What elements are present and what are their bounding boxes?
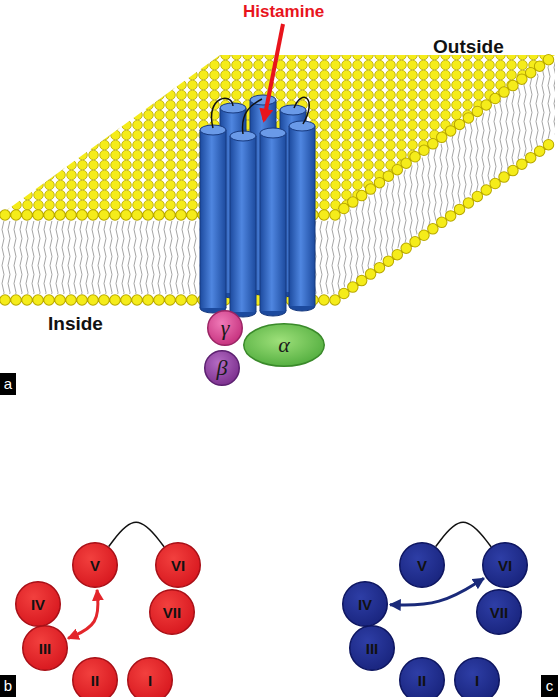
node-text-box: γ: [207, 310, 243, 346]
helix-circle: V: [399, 542, 445, 588]
panel-label: b: [0, 675, 16, 697]
lipid-heads: [335, 140, 555, 300]
node-text-box: IV: [342, 581, 388, 627]
node-fill: [400, 658, 445, 697]
node-fill: [73, 543, 118, 588]
node-text-box: II: [399, 657, 445, 697]
motion-arrow: [390, 578, 484, 605]
helix-circle: I: [127, 657, 173, 697]
helix-cylinder: [230, 131, 256, 317]
node-fill: [23, 626, 68, 671]
node-fill: [128, 658, 173, 697]
helix-number: II: [91, 673, 99, 688]
subunit-letter: α: [278, 334, 290, 356]
helix-number: II: [418, 673, 426, 688]
node-fill: [455, 658, 500, 697]
node-text-box: V: [399, 542, 445, 588]
helix-circle: VI: [482, 542, 528, 588]
helix-cylinder: [260, 128, 286, 316]
helix-circle: V: [72, 542, 118, 588]
panel-label: a: [0, 373, 16, 395]
extracellular-loops: [212, 97, 310, 134]
helix-number: IV: [358, 597, 372, 612]
node-fill: [208, 311, 243, 346]
motion-arrow: [68, 590, 98, 638]
helix-circle: III: [349, 625, 395, 671]
node-fill: [244, 324, 325, 367]
helix-circle: III: [22, 625, 68, 671]
node-fill: [73, 658, 118, 697]
helix-circle: II: [72, 657, 118, 697]
node-text-box: I: [454, 657, 500, 697]
node-text-box: VI: [482, 542, 528, 588]
helix-number: VI: [498, 558, 512, 573]
helix-cylinder: [289, 121, 315, 311]
helix-circle: VII: [476, 589, 522, 635]
helix-number: III: [366, 641, 379, 656]
helix-circle: VII: [149, 589, 195, 635]
loop-line: [109, 522, 164, 547]
node-fill: [477, 590, 522, 635]
panel-label: c: [541, 675, 558, 697]
node-text-box: VII: [476, 589, 522, 635]
lipid-tails: [335, 61, 555, 294]
subunit-letter: β: [217, 357, 228, 379]
helix-circle: VI: [155, 542, 201, 588]
node-fill: [483, 543, 528, 588]
node-text-box: V: [72, 542, 118, 588]
ligand-arrow: [264, 24, 283, 120]
node-text-box: VI: [155, 542, 201, 588]
node-fill: [150, 590, 195, 635]
helix-number: V: [417, 558, 427, 573]
helix-number: VII: [163, 605, 181, 620]
beta-subunit: β: [204, 350, 240, 386]
node-text-box: β: [204, 350, 240, 386]
gamma-subunit: γ: [207, 310, 243, 346]
receptor-helices: [200, 95, 315, 317]
lipid-heads: [335, 140, 555, 300]
helix-number: V: [90, 558, 100, 573]
helix-circle: IV: [15, 581, 61, 627]
helix-cylinder: [200, 125, 226, 313]
node-text-box: I: [127, 657, 173, 697]
node-text-box: IV: [15, 581, 61, 627]
helix-number: VII: [490, 605, 508, 620]
lipid-heads: [335, 55, 555, 215]
node-fill: [156, 543, 201, 588]
side-label: Inside: [48, 313, 103, 335]
node-text-box: α: [243, 323, 325, 367]
node-fill: [400, 543, 445, 588]
ligand-label: Histamine: [243, 2, 324, 22]
node-text-box: VII: [149, 589, 195, 635]
helix-number: IV: [31, 597, 45, 612]
helix-circle: II: [399, 657, 445, 697]
loop-line: [436, 522, 491, 547]
node-text-box: III: [22, 625, 68, 671]
lipid-heads: [335, 55, 555, 215]
node-fill: [343, 582, 388, 627]
helix-number: I: [475, 673, 479, 688]
helix-circle: I: [454, 657, 500, 697]
subunit-letter: γ: [221, 317, 230, 339]
helix-number: VI: [171, 558, 185, 573]
node-text-box: III: [349, 625, 395, 671]
node-fill: [350, 626, 395, 671]
side-label: Outside: [433, 36, 504, 58]
helix-circle: IV: [342, 581, 388, 627]
helix-number: III: [39, 641, 52, 656]
node-text-box: II: [72, 657, 118, 697]
node-fill: [16, 582, 61, 627]
alpha-subunit: α: [243, 323, 325, 367]
node-fill: [205, 351, 240, 386]
helix-number: I: [148, 673, 152, 688]
